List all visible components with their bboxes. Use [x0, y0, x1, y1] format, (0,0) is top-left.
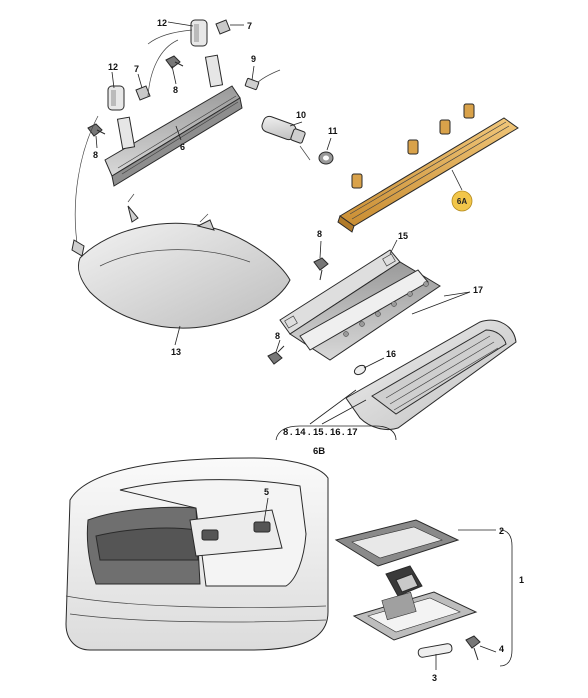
callout-6A: 6A [457, 197, 467, 206]
frame-2 [334, 519, 460, 567]
callout-15: 15 [398, 231, 408, 241]
bulb-holder-10 [261, 115, 311, 161]
screw-8-housing-lower [267, 345, 285, 365]
cap-12-upper [190, 19, 208, 47]
screw-8-housing-upper [313, 257, 329, 281]
holder-bracket [385, 565, 423, 597]
cap-12-lower [107, 85, 125, 111]
screw-4 [465, 635, 481, 661]
set-item-17: 17 [347, 427, 358, 438]
diffuser-lens-14 [345, 319, 517, 431]
callout-7-upper: 7 [247, 21, 252, 31]
seal-ring-11 [318, 151, 334, 165]
set-item-14: 14 [295, 427, 306, 438]
car-rear [65, 457, 329, 651]
set-sep-1: . [290, 427, 293, 437]
callout-11: 11 [328, 126, 338, 136]
callout-labels: 12 7 12 7 8 8 6 9 10 11 6A 13 8 15 17 8 … [93, 18, 524, 683]
connector-9 [244, 69, 281, 91]
callout-10: 10 [296, 110, 306, 120]
lens-plate [352, 591, 478, 641]
screw-8-lower [87, 123, 106, 137]
callout-4: 4 [499, 644, 504, 654]
callout-3: 3 [432, 673, 437, 683]
callout-8-lower: 8 [93, 150, 98, 160]
license-light-5-right [253, 521, 271, 533]
callout-13: 13 [171, 347, 181, 357]
set-item-15: 15 [313, 427, 324, 438]
set-item-8: 8 [283, 427, 288, 438]
callout-16: 16 [386, 349, 396, 359]
bulb-3 [417, 643, 453, 658]
callout-8-housing-lower: 8 [275, 331, 280, 341]
clip-7-upper [215, 19, 231, 35]
callout-12-upper: 12 [157, 18, 167, 28]
callout-12-lower: 12 [108, 62, 118, 72]
lamp-cover-13 [71, 193, 291, 329]
light-housing-15 [279, 249, 441, 361]
set-6B: 8 14 15 16 17 . . . . 6B [283, 427, 358, 457]
led-brake-light-6A [337, 103, 519, 233]
set-sep-3: . [325, 427, 328, 437]
set-sep-4: . [342, 427, 345, 437]
callout-7-lower: 7 [134, 64, 139, 74]
callout-6: 6 [180, 142, 185, 152]
callout-8-upper: 8 [173, 85, 178, 95]
callout-9: 9 [251, 54, 256, 64]
set-sep-2: . [308, 427, 311, 437]
bulb-16 [353, 364, 367, 376]
badge-6A [451, 190, 473, 212]
callout-5: 5 [264, 487, 269, 497]
set-item-16: 16 [330, 427, 341, 438]
license-light-5-left [201, 529, 219, 541]
callout-17: 17 [473, 285, 483, 295]
brake-light-bar-6 [104, 54, 243, 187]
clip-7-lower [135, 85, 151, 101]
screw-8-upper [165, 55, 184, 69]
callout-1: 1 [519, 575, 524, 585]
set-label-6B: 6B [313, 446, 325, 457]
callout-8-housing-upper: 8 [317, 229, 322, 239]
leader-lines [95, 21, 497, 670]
callout-2: 2 [499, 526, 504, 536]
